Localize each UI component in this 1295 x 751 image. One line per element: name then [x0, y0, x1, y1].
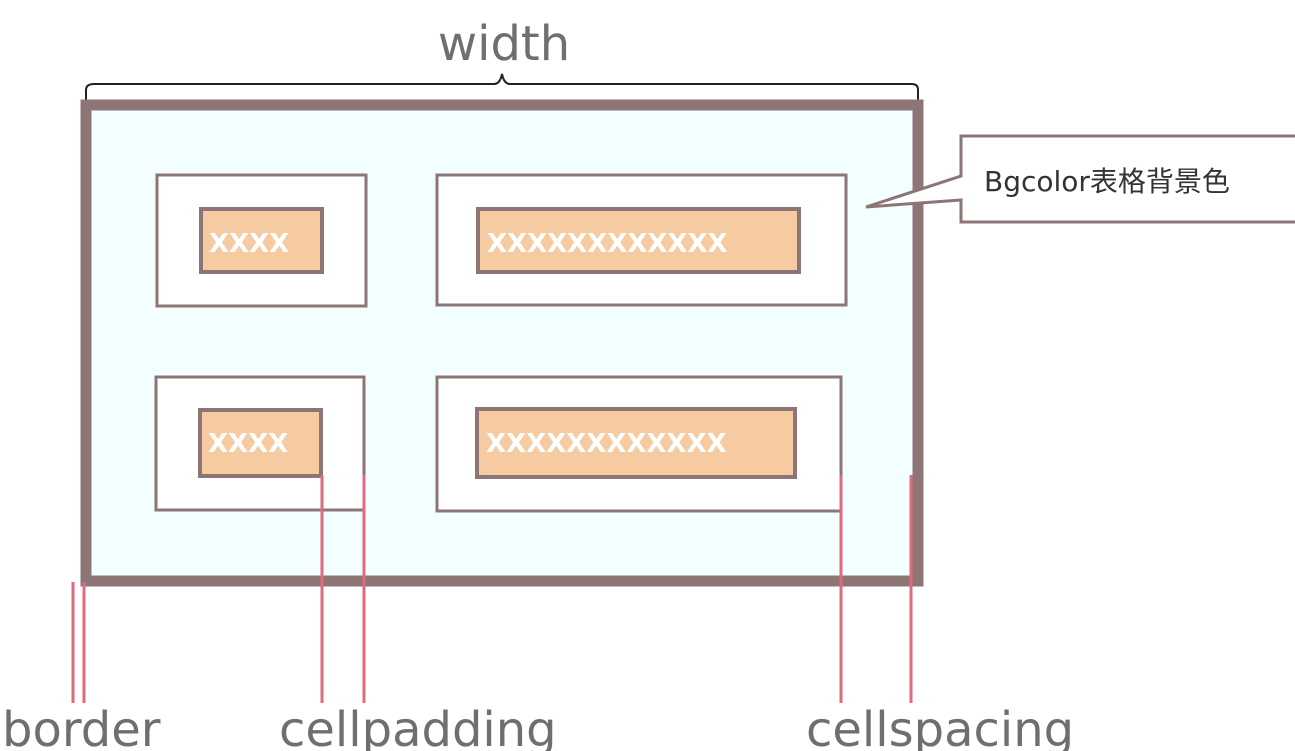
- cell-content-3: [198, 408, 323, 478]
- cell-content-4: [475, 407, 797, 479]
- cell-content-text-4: XXXXXXXXXXXX: [486, 429, 727, 459]
- cellspacing-label: cellspacing: [806, 702, 1074, 751]
- bgcolor-callout-box: [865, 134, 1295, 224]
- width-brace: [85, 73, 919, 103]
- border-label: border: [2, 702, 161, 751]
- cell-content-text-3: XXXX: [208, 429, 288, 459]
- cell-content-text-2: XXXXXXXXXXXX: [487, 229, 728, 259]
- cellpadding-label: cellpadding: [279, 702, 557, 751]
- cell-content-text-1: XXXX: [209, 229, 289, 259]
- width-label: width: [438, 16, 570, 72]
- bgcolor-callout-text: Bgcolor表格背景色: [984, 165, 1230, 198]
- cell-content-1: [199, 207, 324, 274]
- cell-content-2: [476, 207, 801, 274]
